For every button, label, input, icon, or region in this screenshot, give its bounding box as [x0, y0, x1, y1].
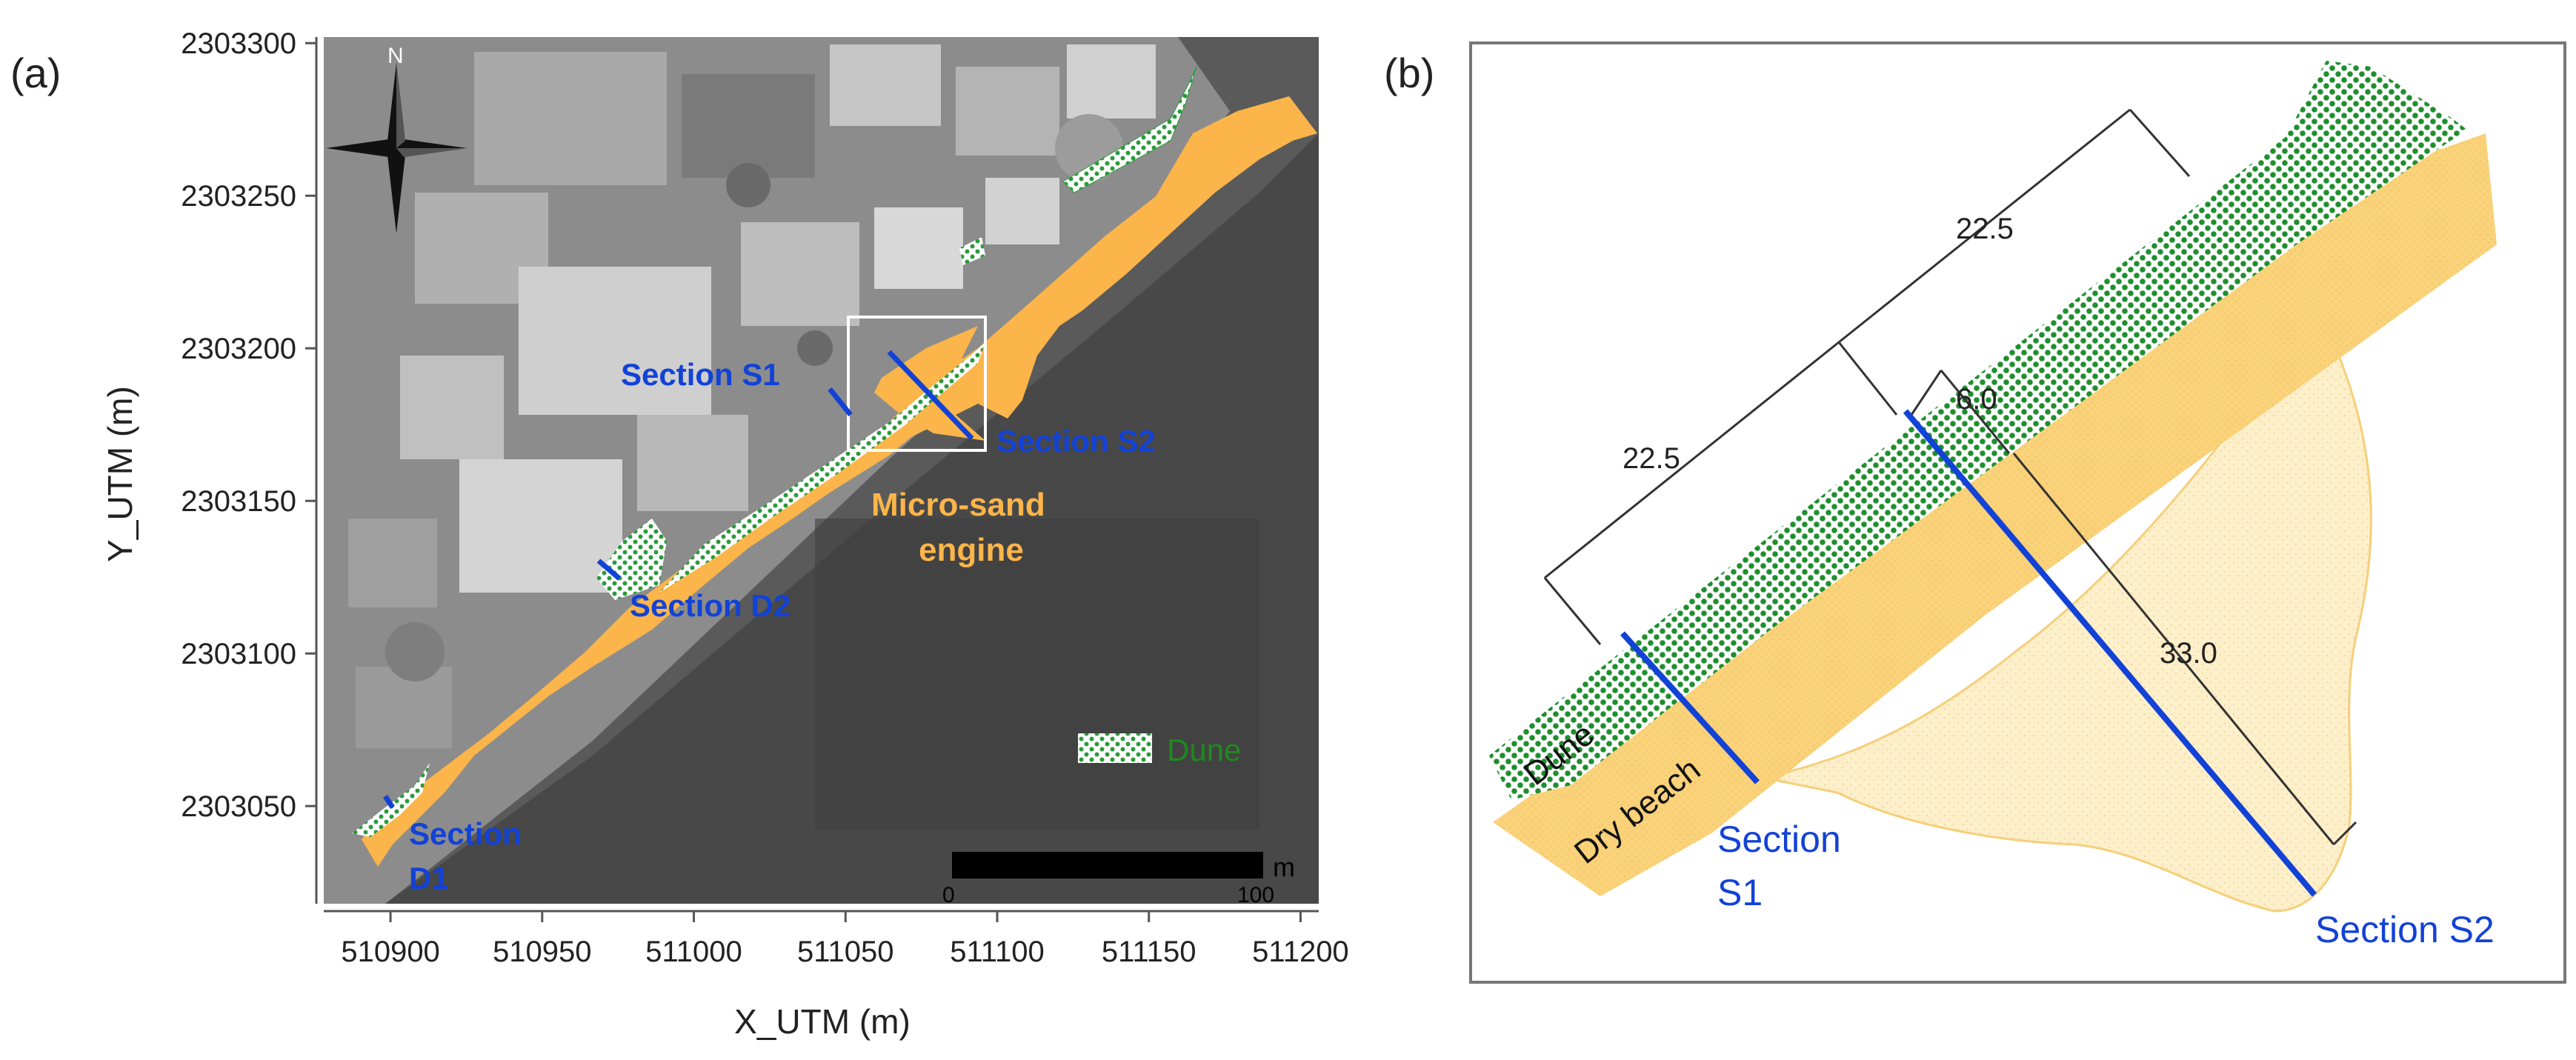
section-s2-line [887, 350, 974, 441]
panel-a: (a) [10, 27, 1349, 1041]
panel-a-label: (a) [10, 50, 61, 96]
dim-lower-label: 22.5 [1623, 442, 1680, 475]
x-ticks: 510900 510950 511000 511050 511100 511150 5112… [341, 911, 1349, 968]
y-tick-label: 2303050 [181, 790, 296, 823]
dim-dune-width-label: 6.0 [1956, 383, 1997, 416]
x-tick-label: 510900 [341, 936, 439, 968]
section-s2-label-b: Section S2 [2315, 909, 2495, 950]
panel-b: (b) 22.5 22.5 6.0 33.0 Dune Dry b [1384, 41, 2566, 984]
beach-area [362, 96, 1317, 867]
scale-unit: m [1273, 852, 1295, 882]
scale-start: 0 [942, 883, 955, 907]
scale-end: 100 [1237, 883, 1274, 907]
x-tick-label: 511200 [1252, 936, 1349, 968]
section-s1-label-b-line2: S1 [1717, 872, 1763, 913]
section-d1-line [383, 795, 395, 809]
fan-area [1763, 309, 2372, 913]
dimension-lines [1543, 108, 2357, 846]
legend: Dune [1078, 733, 1241, 767]
section-d2-line [596, 559, 622, 581]
y-tick-label: 2303250 [181, 180, 296, 213]
section-s2-line-b [1903, 409, 2317, 897]
section-s1-label-b-line1: Section [1717, 819, 1841, 860]
micro-sand-label-line2: engine [919, 532, 1024, 568]
legend-dune-label: Dune [1167, 733, 1241, 767]
micro-sand-label-line1: Micro-sand [871, 487, 1045, 523]
x-tick-label: 510950 [493, 936, 591, 968]
north-label: N [387, 44, 404, 68]
y-ticks: 2303300 2303250 2303200 2303150 2303100 23030… [181, 27, 316, 823]
y-axis-label: Y_UTM (m) [101, 386, 139, 562]
dim-s2-length-label: 33.0 [2160, 637, 2217, 670]
legend-dune-swatch [1078, 733, 1152, 763]
scale-bar: m 0 100 [942, 852, 1295, 907]
north-arrow-icon: N [326, 44, 467, 233]
panel-b-label: (b) [1384, 50, 1434, 96]
y-tick-label: 2303200 [181, 333, 296, 365]
inset-box [847, 316, 987, 452]
section-s1-line [828, 387, 853, 417]
x-tick-label: 511000 [645, 936, 742, 968]
dune-strips [352, 66, 1197, 837]
y-tick-label: 2303300 [181, 27, 296, 60]
x-tick-label: 511150 [1102, 936, 1197, 968]
y-tick-label: 2303100 [181, 638, 296, 670]
dune-strip [1489, 61, 2467, 800]
x-tick-label: 511050 [797, 936, 894, 968]
x-tick-label: 511100 [950, 936, 1045, 968]
dim-upper-label: 22.5 [1956, 213, 2014, 245]
y-tick-label: 2303150 [181, 485, 296, 518]
section-d1-label-line1: Section [409, 816, 522, 851]
section-s1-line-b [1620, 631, 1760, 784]
section-d1-label-line2: D1 [409, 861, 449, 896]
section-s1-label: Section S1 [621, 357, 780, 392]
section-d2-label: Section D2 [630, 588, 791, 623]
x-axis-label: X_UTM (m) [734, 1002, 911, 1041]
section-s2-label: Section S2 [996, 424, 1156, 459]
